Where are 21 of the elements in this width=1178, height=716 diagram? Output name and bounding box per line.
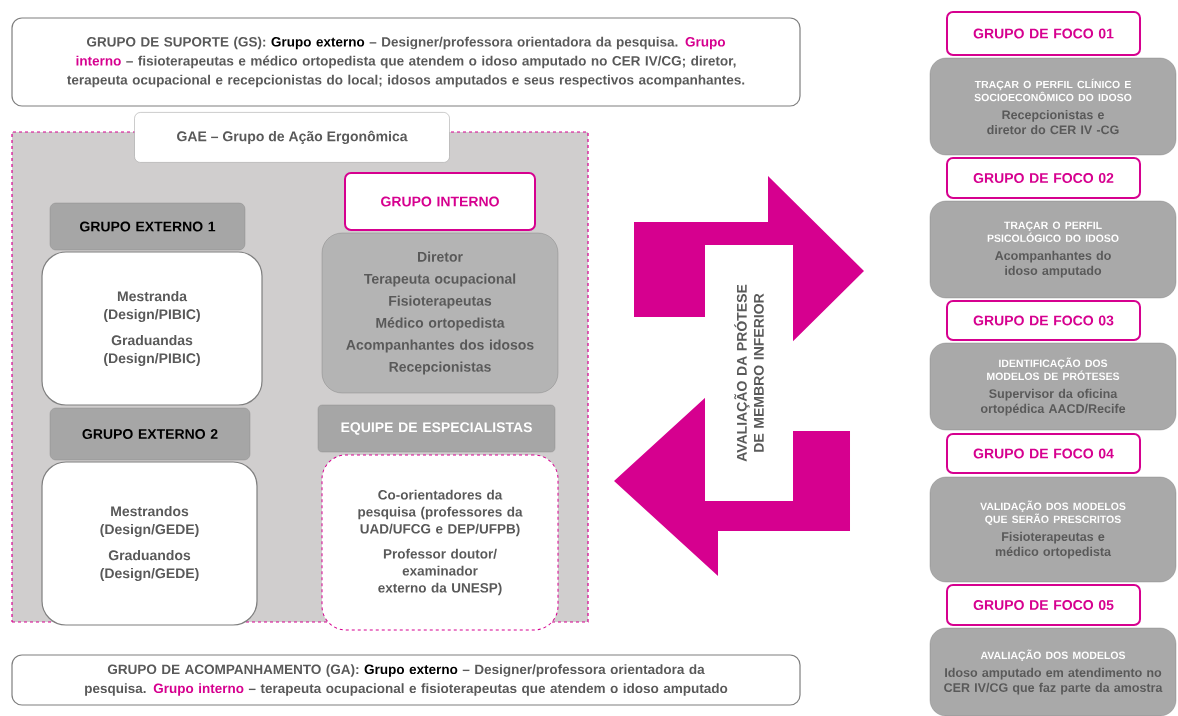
focus-box: AVALIAÇÃO DOS MODELOS Idoso amputado em atendimento no CER IV/CG que faz parte da amostra: [929, 627, 1177, 716]
member-box: Mestranda (Design/PIBIC) Graduandas (Design/PIBIC): [41, 251, 263, 406]
title-box: GRUPO DE FOCO 03: [946, 300, 1141, 341]
focus-box: TRAÇAR O PERFIL PSICOLÓGICO DO IDOSO Acompanhantes do idoso amputado: [929, 200, 1177, 299]
title-box: GRUPO DE FOCO 04: [946, 433, 1141, 474]
note-box: GRUPO DE SUPORTE (GS): Grupo externo – Designer/professora orientadora da pesquisa. Grupo interno – fisioterapeutas e médico ortopedista que atendem o idoso amputado no CER IV/CG; diretor, terapeuta ocupacional e recepcionistas do local; idosos amputados e seus respectivos acompanhantes.: [11, 17, 801, 107]
member-box: Mestrandos (Design/GEDE) Graduandos (Design/GEDE): [41, 461, 258, 626]
title-box: GRUPO DE FOCO 01: [946, 11, 1141, 56]
header-box: EQUIPE DE ESPECIALISTAS: [317, 404, 556, 453]
focus-box: VALIDAÇÃO DOS MODELOS QUE SERÃO PRESCRITOS Fisioterapeutas e médico ortopedista: [929, 476, 1177, 583]
title-box: GRUPO DE FOCO 05: [946, 584, 1141, 626]
focus-box: TRAÇAR O PERFIL CLÍNICO E SOCIOECONÔMICO DO IDOSO Recepcionistas e diretor do CER IV -CG: [929, 57, 1177, 156]
label-box: AVALIAÇÃO DA PRÓTESE DE MEMBRO INFERIOR: [705, 245, 793, 501]
focus-box: IDENTIFICAÇÃO DOS MODELOS DE PRÓTESES Supervisor da oficina ortopédica AACD/Recife: [929, 342, 1177, 431]
header-box: GRUPO EXTERNO 2: [49, 407, 251, 461]
title-box: GRUPO DE FOCO 02: [946, 157, 1141, 199]
member-box: Co-orientadores da pesquisa (professores da UAD/UFCG e DEP/UFPB) Professor doutor/ examinador externo da UNESP): [321, 454, 559, 631]
note-box: GRUPO DE ACOMPANHAMENTO (GA): Grupo externo – Designer/professora orientadora da pesquisa. Grupo interno – terapeuta ocupacional e fisioterapeutas que atendem o idoso amputado: [11, 654, 801, 706]
member-list-box: Diretor Terapeuta ocupacional Fisioterapeutas Médico ortopedista Acompanhantes dos idosos Recepcionistas: [321, 232, 559, 394]
title-box: GRUPO INTERNO: [344, 172, 536, 231]
header-box: GRUPO EXTERNO 1: [49, 202, 246, 251]
